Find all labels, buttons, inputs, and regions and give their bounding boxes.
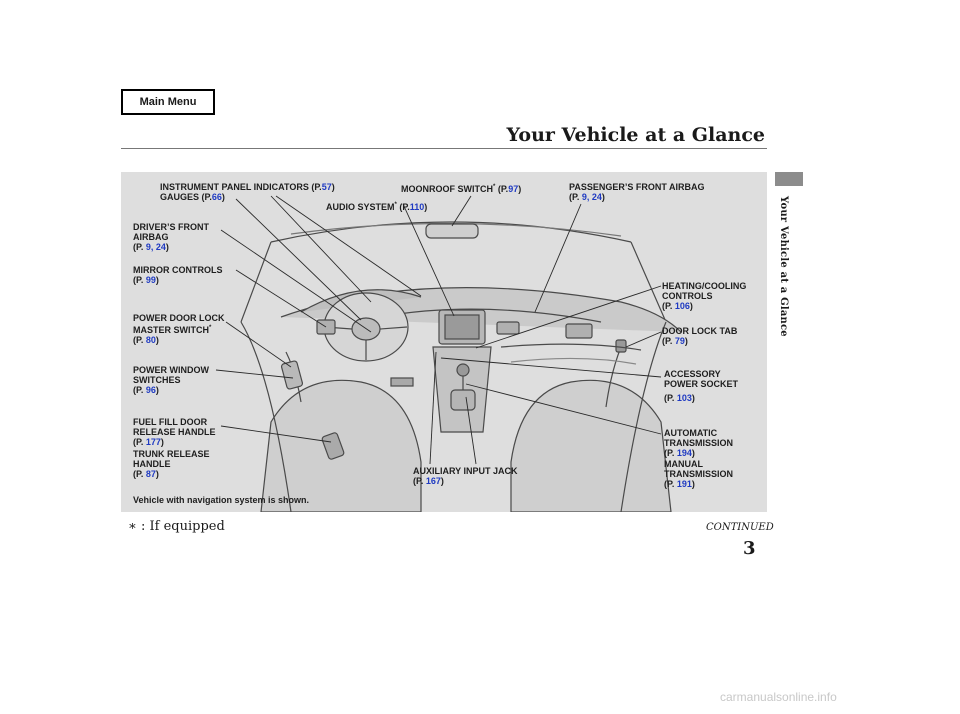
dashboard-illustration: INSTRUMENT PANEL INDICATORS (P.57) GAUGE… <box>121 172 767 512</box>
page-link-mirror[interactable]: 99 <box>145 275 156 285</box>
page-link-automatic[interactable]: 194 <box>676 448 692 458</box>
page-link-power-door-lock[interactable]: 80 <box>145 335 156 345</box>
continued-label: CONTINUED <box>706 522 774 533</box>
page-link-driver-airbag[interactable]: 9, 24 <box>145 242 166 252</box>
dashboard-drawing <box>215 195 682 512</box>
label-auxiliary-input-jack: AUXILIARY INPUT JACK (P. 167) <box>413 466 518 486</box>
label-moonroof-switch: MOONROOF SWITCH* (P.97) <box>401 184 522 194</box>
section-side-text: Your Vehicle at a Glance <box>778 196 789 337</box>
page-link-fuel-fill[interactable]: 177 <box>145 437 161 447</box>
label-instrument-panel-indicators: INSTRUMENT PANEL INDICATORS (P.57) <box>160 182 335 192</box>
footnote-symbol: ∗ <box>128 519 137 534</box>
watermark: carmanualsonline.info <box>720 690 837 704</box>
page-link-accessory[interactable]: 103 <box>676 393 692 403</box>
label-mirror-controls: MIRROR CONTROLS (P. 99) <box>133 265 223 285</box>
label-manual-transmission: MANUAL TRANSMISSION (P. 191) <box>664 459 734 489</box>
label-trunk-release: TRUNK RELEASE HANDLE (P. 87) <box>133 449 210 479</box>
page-link-aux[interactable]: 167 <box>425 476 441 486</box>
page-link-gauges[interactable]: 66 <box>211 192 222 202</box>
label-power-window-switches: POWER WINDOW SWITCHES (P. 96) <box>133 365 209 395</box>
label-automatic-transmission: AUTOMATIC TRANSMISSION (P. 194) <box>664 428 734 458</box>
footnote: ∗ : If equipped <box>128 519 225 534</box>
title-divider <box>121 148 767 149</box>
label-audio-system: AUDIO SYSTEM* (P.110) <box>326 202 428 212</box>
page-title: Your Vehicle at a Glance <box>506 124 766 146</box>
page-link-power-window[interactable]: 96 <box>145 385 156 395</box>
label-door-lock-tab: DOOR LOCK TAB (P. 79) <box>662 326 738 346</box>
label-fuel-fill-door: FUEL FILL DOOR RELEASE HANDLE (P. 177) <box>133 417 216 447</box>
label-driver-front-airbag: DRIVER’S FRONT AIRBAG (P. 9, 24) <box>133 222 210 252</box>
label-passenger-front-airbag: PASSENGER’S FRONT AIRBAG (P. 9, 24) <box>569 182 705 202</box>
page-link-passenger-airbag[interactable]: 9, 24 <box>581 192 602 202</box>
page-link-door-lock-tab[interactable]: 79 <box>674 336 685 346</box>
footnote-text: : If equipped <box>140 519 225 534</box>
section-tab-marker <box>775 172 803 186</box>
page-link-moonroof[interactable]: 97 <box>508 184 519 194</box>
page-link-manual[interactable]: 191 <box>676 479 692 489</box>
main-menu-button[interactable]: Main Menu <box>121 89 215 115</box>
section-side-label: Your Vehicle at a Glance <box>778 196 798 396</box>
page-link-instrument[interactable]: 57 <box>321 182 332 192</box>
page-link-audio[interactable]: 110 <box>409 202 425 212</box>
page-number: 3 <box>743 538 756 559</box>
page-link-trunk[interactable]: 87 <box>145 469 156 479</box>
label-gauges: GAUGES (P.66) <box>160 192 225 202</box>
figure-note: Vehicle with navigation system is shown. <box>133 495 310 505</box>
label-accessory-power-socket: ACCESSORY POWER SOCKET (P. 103) <box>664 369 739 403</box>
page-link-heating[interactable]: 106 <box>674 301 690 311</box>
label-heating-cooling: HEATING/COOLING CONTROLS (P. 106) <box>662 281 747 311</box>
label-power-door-lock: POWER DOOR LOCK MASTER SWITCH* (P. 80) <box>133 313 225 345</box>
